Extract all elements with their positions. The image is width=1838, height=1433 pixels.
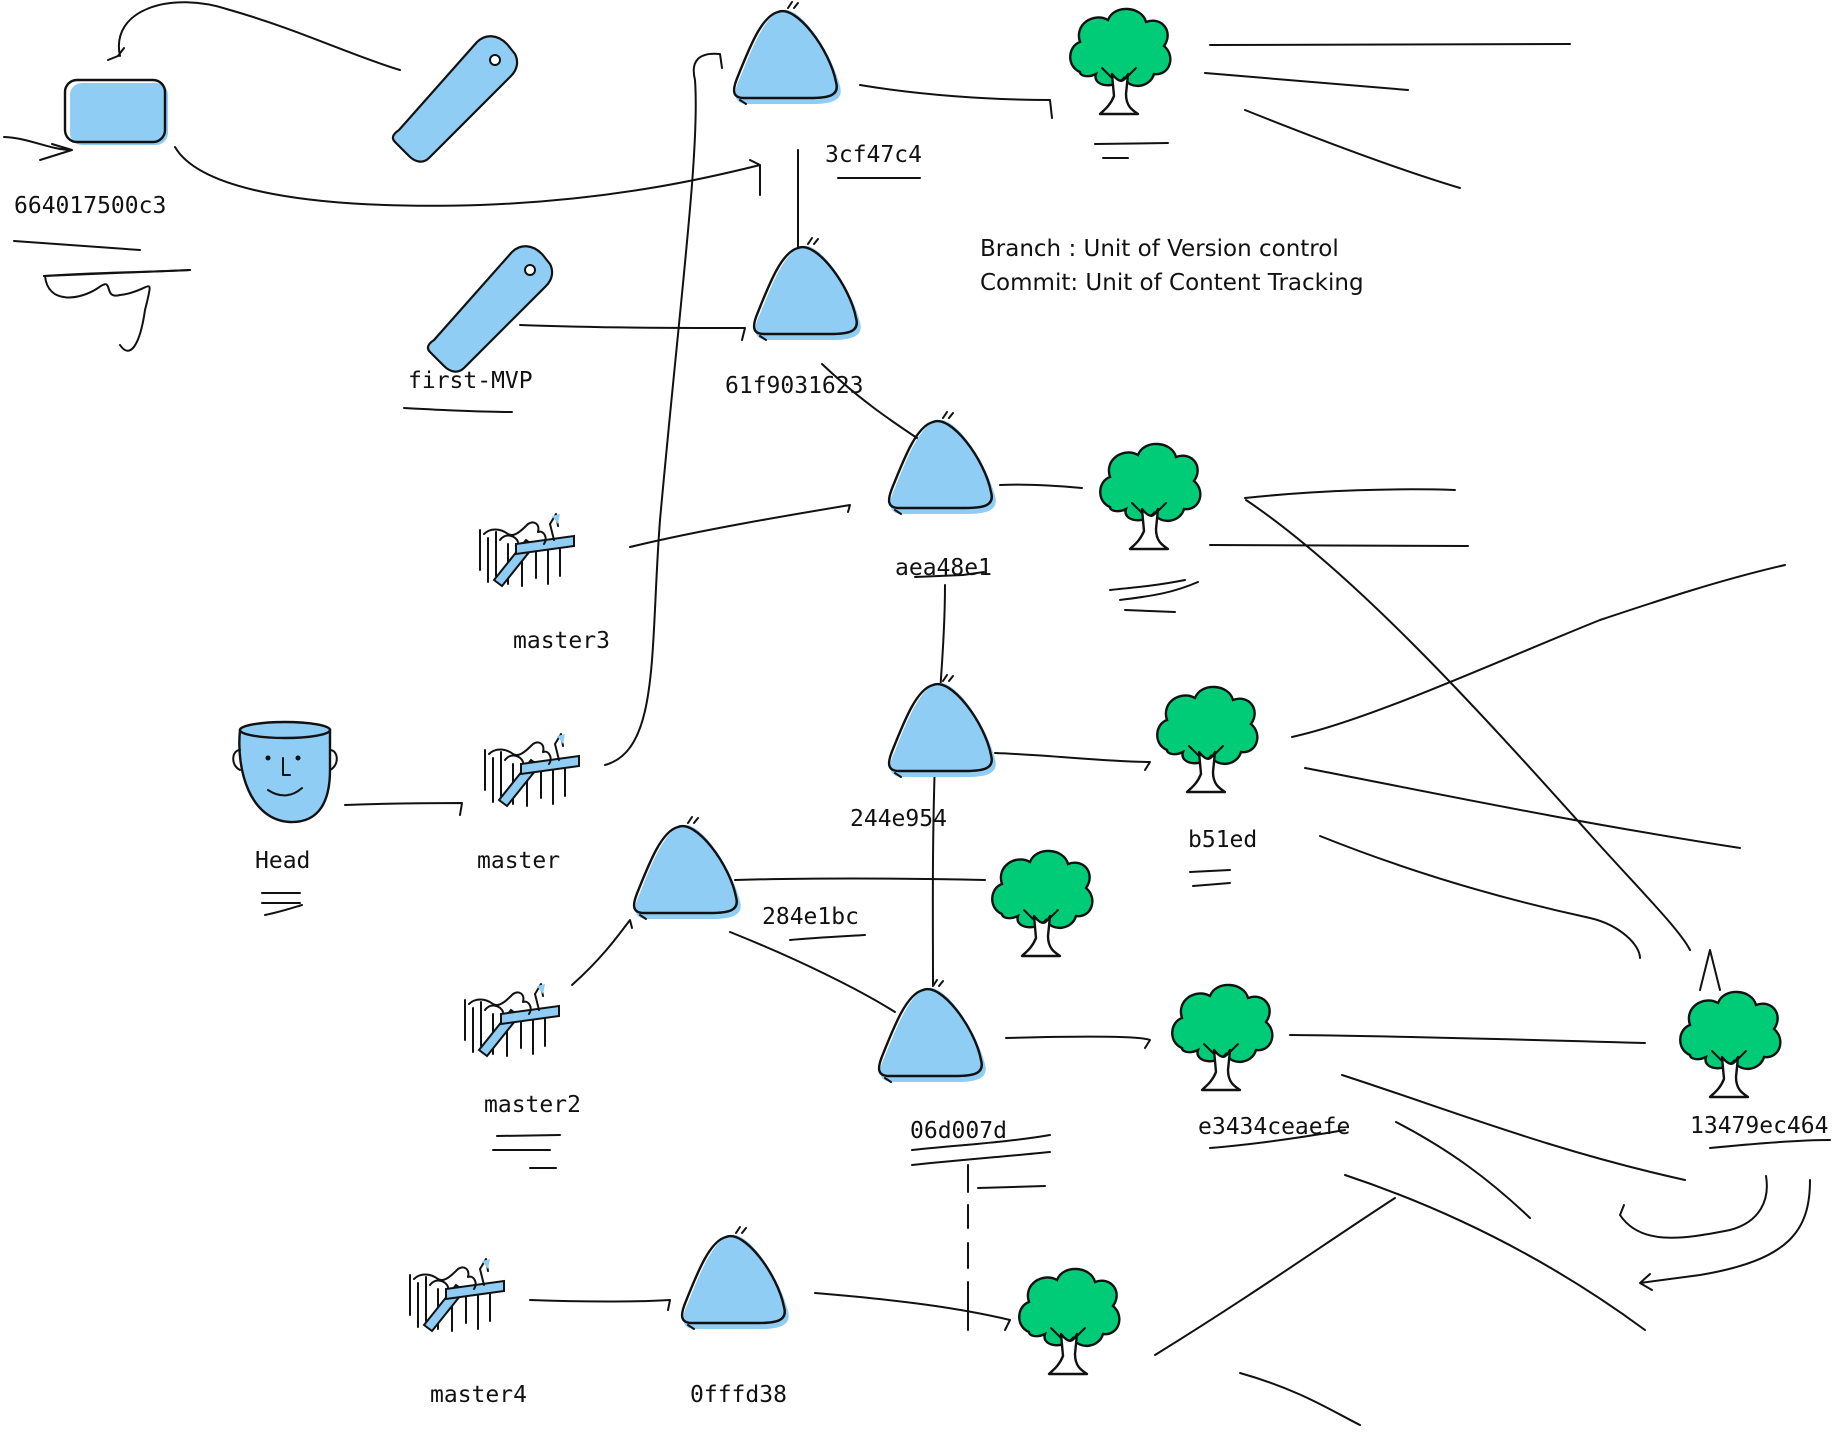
branch-master-label: master xyxy=(477,848,560,874)
tree-icon xyxy=(1156,685,1259,794)
tree-icon xyxy=(1069,7,1172,116)
note-branch: Branch : Unit of Version control xyxy=(980,236,1339,262)
tag-icon xyxy=(391,35,519,163)
commit-icon xyxy=(680,1225,790,1331)
tree-label: b51ed xyxy=(1188,827,1257,853)
commit-icon xyxy=(877,978,987,1084)
commit-label: 61f9031623 xyxy=(725,373,863,399)
tree-label: e3434ceaefe xyxy=(1198,1114,1350,1140)
commit-label: 284e1bc xyxy=(762,904,859,930)
tag-first-mvp-label: first-MVP xyxy=(408,368,533,394)
commit-icon xyxy=(752,236,862,342)
commit-label: aea48e1 xyxy=(895,555,992,581)
tree-icon xyxy=(1099,442,1202,551)
note-commit: Commit: Unit of Content Tracking xyxy=(980,270,1364,296)
head-face-icon xyxy=(232,720,338,824)
branch-hand-icon xyxy=(464,983,560,1057)
branch-hand-icon xyxy=(409,1258,505,1332)
commit-icon xyxy=(632,815,742,921)
branch-master3-label: master3 xyxy=(513,628,610,654)
tree-label: 13479ec464 xyxy=(1690,1113,1828,1139)
branch-master2-label: master2 xyxy=(484,1092,581,1118)
tree-icon xyxy=(1679,990,1782,1099)
commit-label: 3cf47c4 xyxy=(825,142,922,168)
blob-id-label: 664017500c3 xyxy=(14,193,166,219)
tag-icon xyxy=(426,245,554,373)
branch-master4-label: master4 xyxy=(430,1382,527,1408)
commit-label: 244e954 xyxy=(850,806,947,832)
connector-lines xyxy=(3,1,1811,1426)
commit-icon xyxy=(887,673,997,779)
commit-label: 06d007d xyxy=(910,1118,1007,1144)
hand-underlines xyxy=(13,142,1831,1189)
tree-icon xyxy=(1171,983,1274,1092)
head-label: Head xyxy=(255,848,310,874)
blob-icon xyxy=(63,78,168,145)
branch-hand-icon xyxy=(479,513,575,587)
branch-hand-icon xyxy=(484,733,580,807)
commit-label: 0fffd38 xyxy=(690,1382,787,1408)
commit-icon xyxy=(732,0,842,106)
commit-icon xyxy=(887,410,997,516)
tree-icon xyxy=(991,849,1094,958)
tree-icon xyxy=(1018,1267,1121,1376)
